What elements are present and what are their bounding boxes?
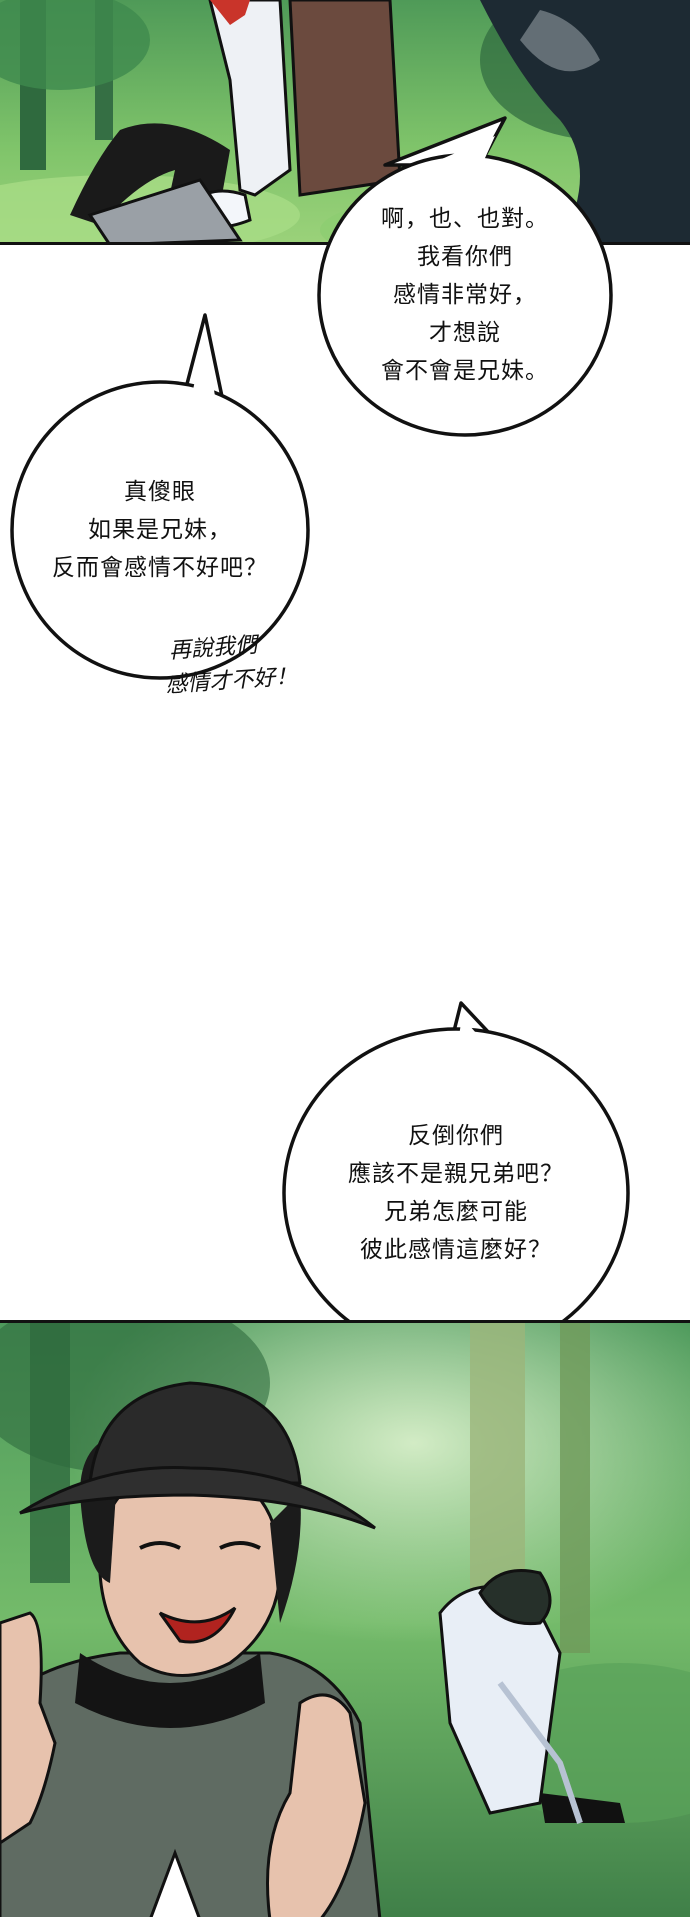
speech-bubble-outline [317, 116, 613, 437]
bottom-comic-panel [0, 1320, 690, 1917]
bubble-3-line-1: 反倒你們 [408, 1123, 504, 1149]
bubble-1-line-2: 我看你們 [417, 244, 513, 270]
forest-scene-bottom [0, 1323, 690, 1917]
bubble-2-line-2: 如果是兄妹， [88, 517, 232, 543]
bubble-1-line-5: 會不會是兄妹。 [381, 358, 549, 384]
bubble-1-line-1: 啊，也、也對。 [381, 206, 549, 232]
bubble-3-line-4: 彼此感情這麼好？ [360, 1237, 552, 1263]
speech-bubble-outline [10, 313, 310, 680]
bubble-1-line-4: 才想說 [429, 320, 501, 346]
bubble-3-line-3: 兄弟怎麼可能 [384, 1199, 528, 1225]
bubble-3-line-2: 應該不是親兄弟吧？ [348, 1161, 564, 1187]
speech-bubble-1: 啊，也、也對。 我看你們 感情非常好， 才想說 會不會是兄妹。 [315, 110, 615, 440]
top-comic-panel [0, 0, 690, 245]
bubble-2-line-3: 反而會感情不好吧？ [52, 555, 268, 581]
handwritten-aside: 再說我們 感情才不好！ [165, 623, 342, 703]
speech-bubble-2: 真傻眼 如果是兄妹， 反而會感情不好吧？ [10, 313, 320, 685]
forest-scene-top [0, 0, 690, 242]
speech-bubble-3: 反倒你們 應該不是親兄弟吧？ 兄弟怎麼可能 彼此感情這麼好？ [276, 1001, 636, 1363]
bubble-1-line-3: 感情非常好， [393, 282, 537, 308]
bubble-2-line-1: 真傻眼 [124, 479, 196, 505]
